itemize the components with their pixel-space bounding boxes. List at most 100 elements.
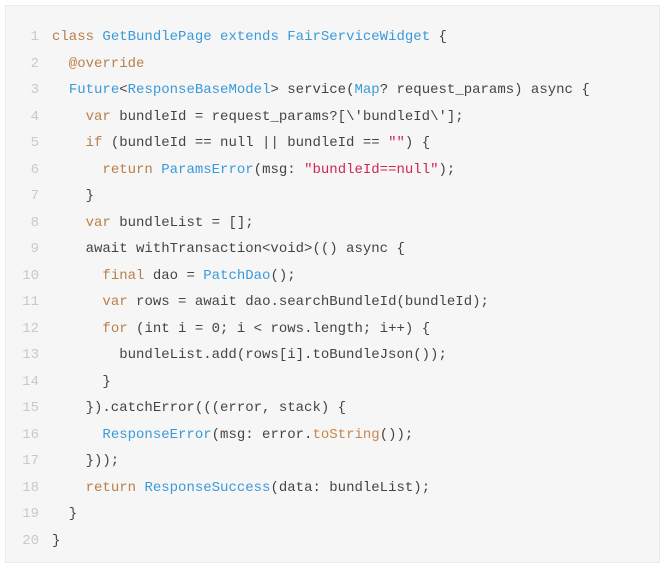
line-number: 20	[22, 532, 39, 549]
code-line: 6 return ParamsError(msg: "bundleId==nul…	[6, 157, 590, 184]
code-token	[52, 162, 102, 178]
code-token: FairServiceWidget	[287, 29, 431, 45]
code-token: }	[52, 506, 78, 522]
code-token	[52, 82, 69, 98]
code-token: ResponseSuccess	[144, 479, 271, 496]
code-token: await withTransaction<void>(() async {	[52, 241, 405, 257]
code-line: 12 for (int i = 0; i < rows.length; i++)…	[6, 316, 590, 343]
line-number: 12	[22, 320, 39, 337]
line-number: 2	[30, 55, 39, 72]
code-token	[52, 109, 86, 125]
line-code: }));	[52, 448, 120, 475]
code-token: extends	[220, 29, 279, 45]
code-token: > service(	[270, 82, 355, 98]
line-code: }	[52, 369, 111, 396]
code-token: toString	[312, 426, 380, 443]
line-code: }	[52, 501, 77, 528]
code-token: return	[85, 479, 137, 496]
code-token: (data: bundleList);	[270, 479, 431, 496]
code-token	[52, 268, 102, 284]
code-token: ();	[270, 267, 296, 284]
line-code: }).catchError(((error, stack) {	[52, 395, 346, 422]
code-token: }	[52, 188, 95, 204]
code-token: class	[52, 29, 95, 45]
code-line: 10 final dao = PatchDao();	[6, 263, 590, 290]
line-number: 1	[30, 29, 39, 45]
code-token: final	[102, 267, 145, 284]
line-number: 14	[22, 373, 39, 390]
line-code: Future<ResponseBaseModel> service(Map? r…	[52, 77, 590, 104]
code-token: dao =	[144, 267, 204, 284]
code-token: PatchDao	[203, 267, 271, 284]
code-token	[153, 162, 161, 178]
code-line: 15 }).catchError(((error, stack) {	[6, 395, 590, 422]
code-line: 3 Future<ResponseBaseModel> service(Map?…	[6, 77, 590, 104]
code-token: return	[102, 161, 153, 178]
code-token	[52, 480, 86, 496]
code-line: 13 bundleList.add(rows[i].toBundleJson()…	[6, 342, 590, 369]
code-line: 11 var rows = await dao.searchBundleId(b…	[6, 289, 590, 316]
code-token: }).catchError(((error, stack) {	[52, 400, 347, 416]
code-line: 7 }	[6, 183, 590, 210]
code-line: 8 var bundleList = [];	[6, 210, 590, 237]
code-token: bundleId = request_params?[\'bundleId\']…	[110, 108, 464, 125]
code-line: 5 if (bundleId == null || bundleId == ""…	[6, 130, 590, 157]
code-token	[52, 294, 102, 310]
code-token: {	[430, 29, 447, 45]
code-token: var	[85, 108, 111, 125]
code-token: }	[52, 532, 61, 549]
code-token: ) {	[404, 135, 431, 151]
line-number: 10	[22, 267, 39, 284]
code-token	[52, 427, 102, 443]
code-token	[212, 29, 220, 45]
code-token: var	[102, 294, 128, 310]
code-token: }));	[52, 453, 120, 469]
line-code: }	[52, 528, 60, 555]
code-token: @override	[52, 55, 145, 72]
line-number: 7	[30, 188, 39, 204]
code-token: bundleList.add(rows[i].toBundleJson());	[52, 347, 447, 363]
code-token: }	[52, 373, 111, 390]
line-code: }	[52, 183, 94, 210]
line-code: @override	[52, 51, 145, 78]
code-token: );	[438, 161, 456, 178]
code-line: 20}	[6, 528, 590, 555]
line-number: 9	[30, 241, 39, 257]
line-code: bundleList.add(rows[i].toBundleJson());	[52, 342, 447, 369]
code-token: ResponseBaseModel	[127, 82, 271, 98]
code-token: <	[119, 82, 128, 98]
code-token: for	[102, 320, 128, 337]
code-line: 17 }));	[6, 448, 590, 475]
line-number: 16	[22, 426, 39, 443]
code-token	[279, 29, 287, 45]
code-token: ());	[379, 426, 414, 443]
code-token: ? request_params) async {	[379, 82, 590, 98]
code-token: (bundleId == null || bundleId ==	[102, 135, 389, 151]
code-token: Future	[68, 82, 120, 98]
line-number: 4	[30, 108, 39, 125]
line-code: await withTransaction<void>(() async {	[52, 236, 405, 263]
line-code: return ResponseSuccess(data: bundleList)…	[52, 475, 431, 502]
code-line: 2 @override	[6, 51, 590, 78]
code-token: Map	[354, 82, 380, 98]
line-code: var rows = await dao.searchBundleId(bund…	[52, 289, 489, 316]
code-token: rows = await dao.searchBundleId(bundleId…	[127, 294, 489, 310]
code-token: ParamsError	[161, 161, 254, 178]
line-number: 11	[22, 294, 39, 310]
code-line: 4 var bundleId = request_params?[\'bundl…	[6, 104, 590, 131]
line-code: if (bundleId == null || bundleId == "") …	[52, 130, 431, 157]
code-token	[52, 321, 102, 337]
code-token	[52, 135, 86, 151]
line-code: var bundleList = [];	[52, 210, 254, 237]
line-number: 8	[30, 214, 39, 231]
line-number: 18	[22, 479, 39, 496]
line-number: 3	[30, 82, 39, 98]
code-token: if	[85, 135, 103, 151]
code-token: (msg:	[253, 161, 305, 178]
code-token: ""	[388, 135, 405, 151]
line-number: 13	[22, 347, 39, 363]
code-line: 19 }	[6, 501, 590, 528]
